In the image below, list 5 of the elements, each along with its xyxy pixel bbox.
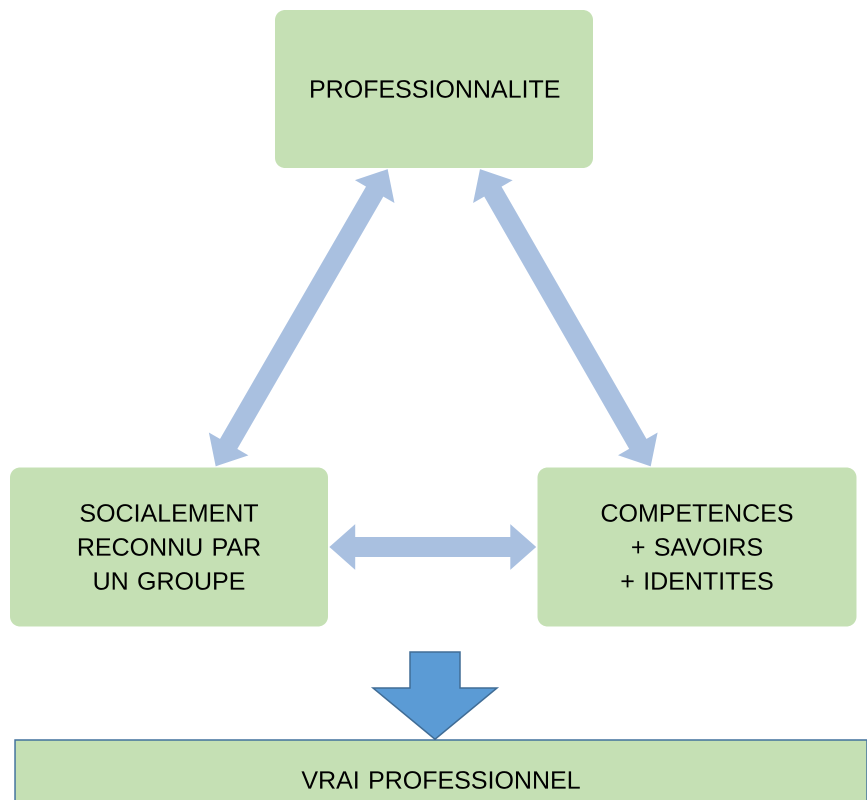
result-box: VRAI PROFESSIONNEL (14, 739, 867, 800)
block-arrow (370, 651, 500, 740)
process-box: PROFESSIONNALITE (275, 10, 593, 168)
process-box: COMPETENCES + SAVOIRS + IDENTITES (538, 468, 856, 626)
process-box: SOCIALEMENT RECONNU PAR UN GROUPE (10, 468, 328, 626)
